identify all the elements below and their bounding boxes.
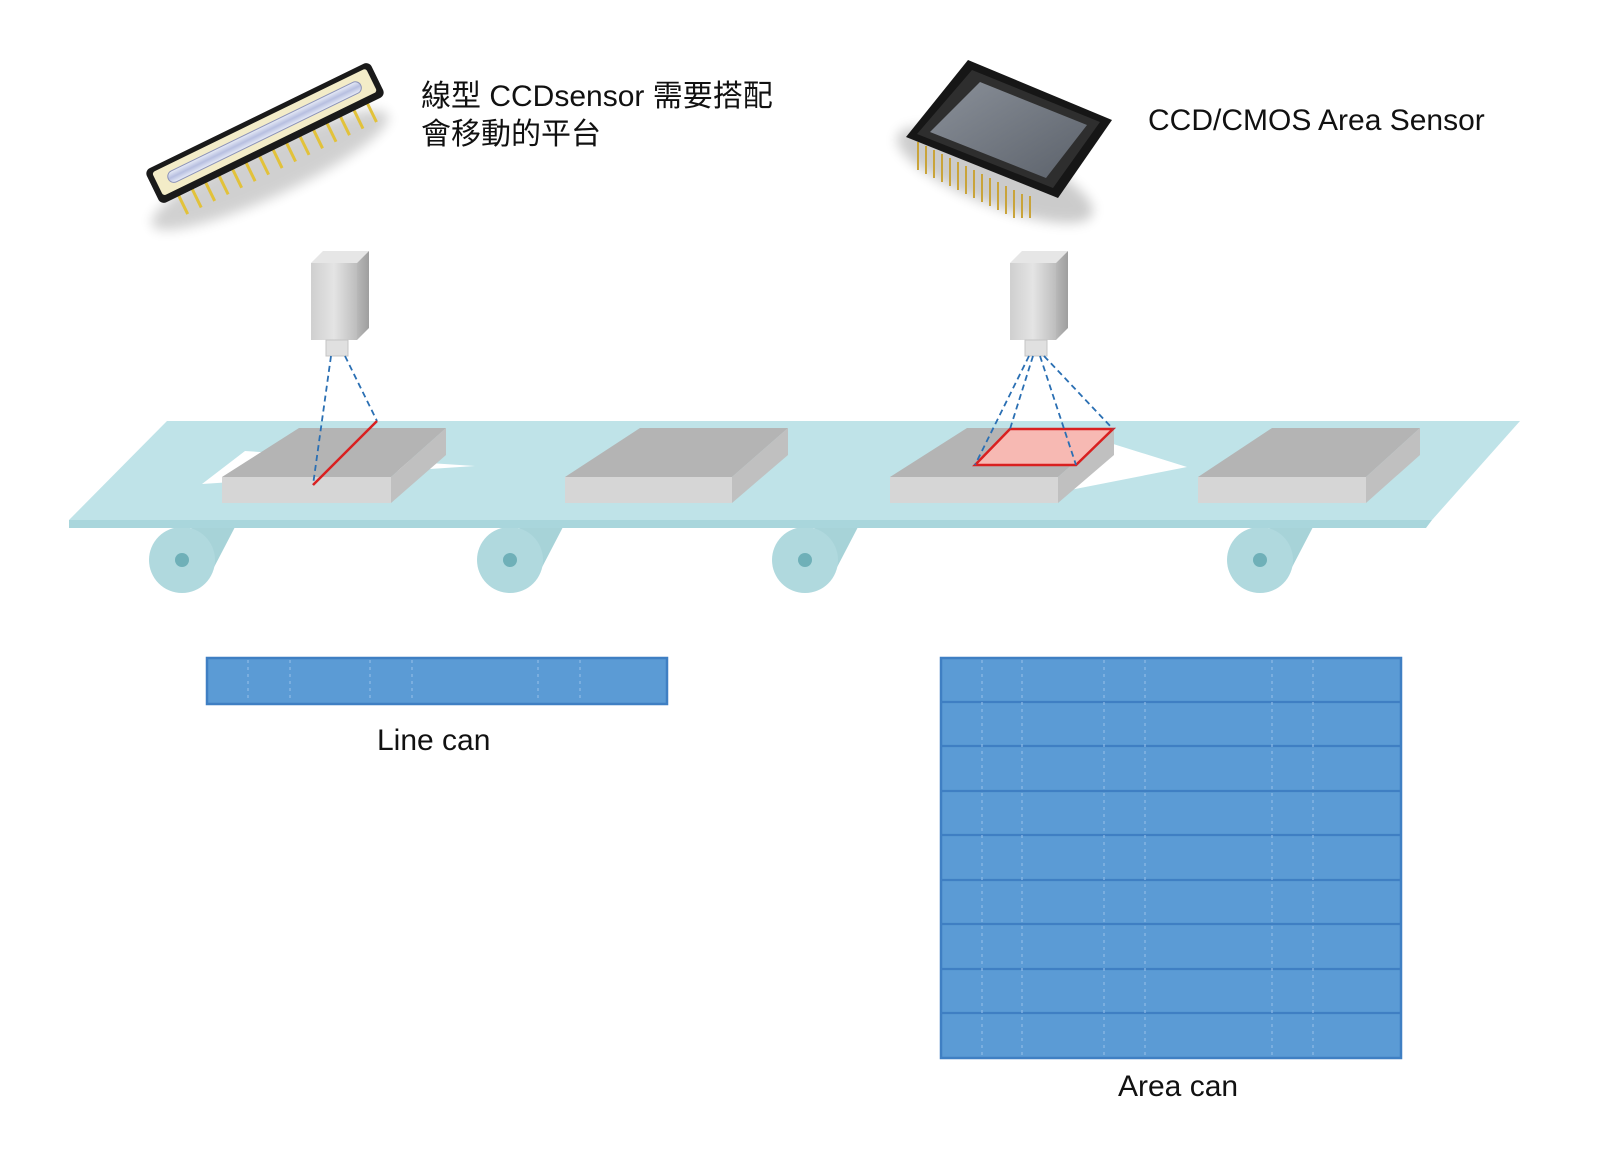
scan-line <box>312 420 378 486</box>
line-scan-grid <box>205 656 669 706</box>
line-ccd-sensor-label-line1: 線型 CCDsensor 需要搭配 <box>421 80 773 113</box>
roller <box>1227 527 1313 593</box>
area-scan-beam <box>974 355 1114 466</box>
area-scan-label: Area can <box>1118 1070 1239 1103</box>
line-ccd-sensor-icon <box>146 63 389 230</box>
line-scan-label: Line can <box>377 724 491 757</box>
camera-icon <box>311 251 369 357</box>
line-scan-beam <box>312 355 378 486</box>
area-sensor-label: CCD/CMOS Area Sensor <box>1148 104 1485 137</box>
workpiece-block <box>565 428 788 503</box>
area-scan-grid <box>939 656 1403 1060</box>
workpiece-block <box>222 428 446 503</box>
area-ccd-cmos-sensor-icon <box>896 60 1112 224</box>
camera-icon <box>1010 251 1068 357</box>
roller <box>149 527 235 593</box>
roller <box>477 527 563 593</box>
line-ccd-sensor-label-line2: 會移動的平台 <box>421 118 601 151</box>
workpiece-block <box>1198 428 1420 503</box>
line-ccd-sensor-label: 線型 CCDsensor 需要搭配 會移動的平台 <box>421 78 773 154</box>
roller <box>772 527 858 593</box>
